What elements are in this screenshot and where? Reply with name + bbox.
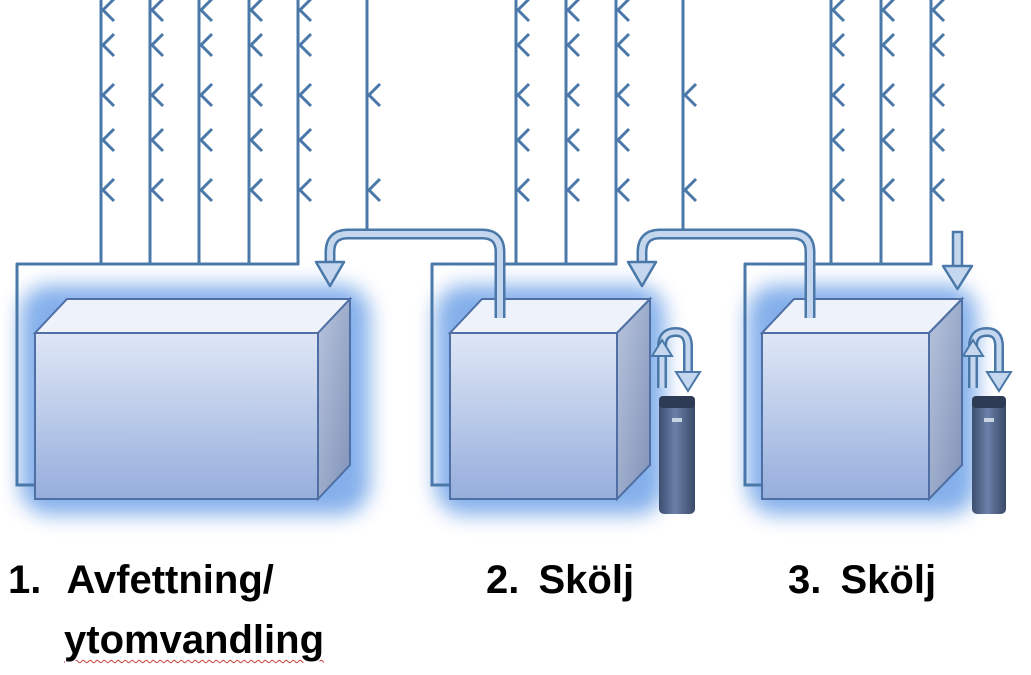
spray-nozzle-icon xyxy=(248,32,264,58)
spray-nozzle-icon xyxy=(100,82,116,108)
stage-2-number: 2. xyxy=(486,558,520,602)
spray-nozzle-icon xyxy=(830,0,846,23)
spray-nozzle-icon xyxy=(565,127,581,153)
spray-nozzle-icon xyxy=(515,177,531,203)
spray-nozzle-icon xyxy=(100,0,116,23)
spray-nozzle-icon xyxy=(248,82,264,108)
stage-2-label: 2. Skölj xyxy=(486,560,634,600)
stage-2-name: Skölj xyxy=(538,558,635,602)
stage-1-name-line2: ytomvandling xyxy=(64,618,325,662)
stage-3-label: 3. Skölj xyxy=(788,560,936,600)
spray-nozzle-icon xyxy=(100,177,116,203)
spray-nozzle-icon xyxy=(930,32,946,58)
spray-nozzle-icon xyxy=(930,0,946,23)
spray-nozzle-icon xyxy=(930,177,946,203)
spray-nozzle-icon xyxy=(565,0,581,23)
spray-nozzle-icon xyxy=(565,82,581,108)
spray-nozzle-icon xyxy=(248,127,264,153)
overflow-arrow-3-to-2 xyxy=(626,228,816,318)
spray-nozzle-icon xyxy=(615,177,631,203)
tank-1-avfettning xyxy=(15,264,370,515)
spray-nozzle-icon xyxy=(930,127,946,153)
filter-cartridge-icon xyxy=(659,396,695,514)
stage-1-label-line2: ytomvandling xyxy=(64,620,324,660)
spray-nozzle-icon xyxy=(880,177,896,203)
spray-nozzle-icon xyxy=(297,82,313,108)
spray-nozzle-icon xyxy=(100,32,116,58)
spray-nozzle-icon xyxy=(198,32,214,58)
spray-nozzle-icon xyxy=(366,177,382,203)
stage-3-name: Skölj xyxy=(840,558,937,602)
spray-nozzle-icon xyxy=(149,82,165,108)
stage-3-number: 3. xyxy=(788,558,822,602)
stage-1-label: 1. Avfettning/ xyxy=(8,560,274,600)
spray-nozzle-icon xyxy=(198,82,214,108)
spray-nozzle-icon xyxy=(682,177,698,203)
spray-nozzle-icon xyxy=(880,82,896,108)
spray-nozzle-icon xyxy=(615,127,631,153)
spray-nozzle-icon xyxy=(149,0,165,23)
tank-3-skolj xyxy=(743,264,977,515)
spray-nozzle-icon xyxy=(297,0,313,23)
filter-loop-tank-3 xyxy=(961,327,1013,514)
spray-nozzle-icon xyxy=(149,127,165,153)
spray-nozzle-icon xyxy=(297,177,313,203)
spray-nozzle-icon xyxy=(198,0,214,23)
spray-nozzle-icon xyxy=(830,82,846,108)
spray-nozzle-icon xyxy=(198,127,214,153)
spray-nozzle-icon xyxy=(248,177,264,203)
spray-nozzle-icon xyxy=(880,32,896,58)
spray-racks xyxy=(15,0,946,266)
stage-1-name: Avfettning/ xyxy=(66,558,274,602)
spray-nozzle-icon xyxy=(615,82,631,108)
spray-nozzle-icon xyxy=(515,82,531,108)
spray-nozzle-icon xyxy=(515,32,531,58)
spray-nozzle-icon xyxy=(198,177,214,203)
tank-2-skolj xyxy=(430,264,665,515)
spray-nozzle-icon xyxy=(565,32,581,58)
spray-nozzle-icon xyxy=(515,0,531,23)
filter-loop-tank-2 xyxy=(650,327,702,514)
overflow-arrow-2-to-1 xyxy=(314,228,506,318)
spray-nozzle-icon xyxy=(297,32,313,58)
spray-nozzle-icon xyxy=(830,127,846,153)
spray-nozzle-icon xyxy=(880,127,896,153)
spray-nozzle-icon xyxy=(615,0,631,23)
spray-nozzle-icon xyxy=(565,177,581,203)
spray-nozzle-icon xyxy=(149,177,165,203)
spray-nozzle-icon xyxy=(149,32,165,58)
spray-nozzle-icon xyxy=(100,127,116,153)
spray-nozzle-icon xyxy=(880,0,896,23)
water-inlet-arrow xyxy=(941,230,974,291)
spray-nozzle-icon xyxy=(297,127,313,153)
spray-nozzle-icon xyxy=(682,82,698,108)
spray-nozzle-icon xyxy=(830,32,846,58)
spray-nozzle-icon xyxy=(366,82,382,108)
spray-nozzle-icon xyxy=(830,177,846,203)
filter-cartridge-icon xyxy=(972,396,1006,514)
spray-nozzle-icon xyxy=(248,0,264,23)
spray-nozzle-icon xyxy=(930,82,946,108)
spray-nozzle-icon xyxy=(615,32,631,58)
spray-nozzle-icon xyxy=(515,127,531,153)
stage-1-number: 1. xyxy=(8,558,42,602)
